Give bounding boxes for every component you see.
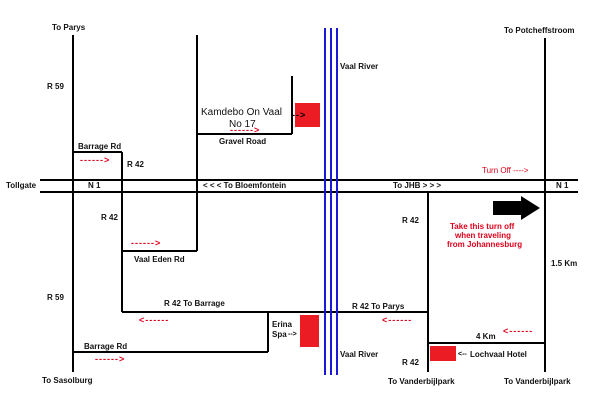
label-r42-to-parys: R 42 To Parys: [352, 302, 405, 311]
label-n1-right: N 1: [556, 181, 569, 190]
barrage-rd-bottom-arrow: ------>: [95, 354, 126, 364]
erina-spa-marker: [300, 315, 319, 347]
label-kamdebo: Kamdebo On Vaal: [201, 107, 282, 118]
label-take-turn-line-1: Take this turn off: [450, 222, 515, 231]
label-barrage-rd-bottom: Barrage Rd: [84, 342, 128, 351]
label-erina-line-1: Erina: [272, 320, 293, 329]
label-turn-off: Turn Off ---->: [482, 166, 529, 175]
label-barrage-rd-top: Barrage Rd: [78, 142, 122, 151]
label-r59-bottom: R 59: [47, 293, 64, 302]
four-km-arrow: <------: [503, 326, 534, 336]
kamdebo-marker: [295, 103, 320, 127]
label-r42-mid-left: R 42: [101, 213, 118, 222]
kamdebo-arrow: -->: [292, 110, 307, 120]
label-distance-1-5km: 1.5 Km: [551, 259, 578, 268]
label-r42-to-barrage: R 42 To Barrage: [164, 299, 225, 308]
label-to-bloemfontein: < < < To Bloemfontein: [203, 181, 287, 190]
turn-off-big-arrow: [493, 196, 540, 220]
label-tollgate: Tollgate: [6, 181, 37, 190]
label-vaal-river-bottom: Vaal River: [340, 350, 379, 359]
label-r59-top: R 59: [47, 82, 64, 91]
erina-arrow: -->: [288, 331, 297, 338]
label-to-vanderbijlpark-2: To Vanderbijlpark: [504, 377, 571, 386]
label-to-parys-top: To Parys: [52, 23, 86, 32]
label-kamdebo-number: No 17: [229, 119, 256, 130]
label-take-turn-line-2: when traveling: [455, 231, 512, 240]
label-to-potchefstroom: To Potcheffstroom: [504, 26, 575, 35]
label-distance-4km: 4 Km: [476, 332, 496, 341]
label-to-jhb: To JHB > > >: [393, 181, 442, 190]
label-take-turn-line-3: from Johannesburg: [447, 240, 523, 249]
label-r42-mid-right: R 42: [402, 216, 419, 225]
r42-parys-arrow: <------: [382, 315, 413, 325]
gravel-road-arrow: ------>: [230, 125, 261, 135]
label-lochvaal-hotel: Lochvaal Hotel: [470, 350, 527, 359]
label-n1-left: N 1: [88, 181, 101, 190]
lochvaal-arrow: <--: [458, 351, 467, 358]
vaal-eden-arrow: ------>: [131, 238, 162, 248]
label-gravel-road: Gravel Road: [219, 137, 267, 146]
label-vaal-eden-rd: Vaal Eden Rd: [134, 255, 185, 264]
r42-barrage-arrow: <------: [139, 315, 170, 325]
lochvaal-hotel-marker: [430, 346, 456, 361]
label-r42-bottom: R 42: [402, 358, 419, 367]
label-vaal-river-top: Vaal River: [340, 62, 379, 71]
label-to-vanderbijlpark-1: To Vanderbijlpark: [388, 377, 455, 386]
label-r42-top: R 42: [127, 160, 144, 169]
label-erina-line-2: Spa: [272, 330, 287, 339]
barrage-rd-top-arrow: ------>: [80, 155, 111, 165]
label-to-sasolburg: To Sasolburg: [42, 376, 93, 385]
